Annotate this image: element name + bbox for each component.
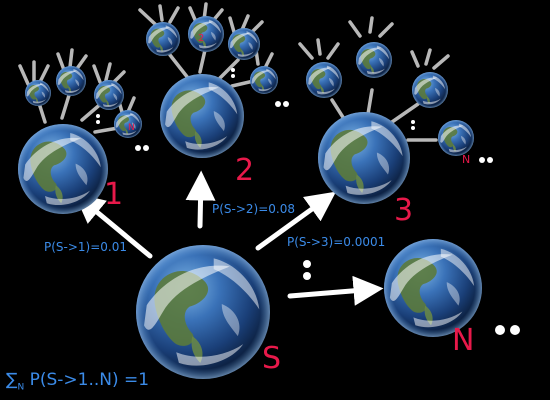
world-1 <box>18 124 108 214</box>
probability-to-2: P(S->2)=0.08 <box>212 202 296 216</box>
world-s <box>136 245 270 379</box>
probability-sum: ∑N P(S->1..N) =1 <box>6 372 149 392</box>
ellipsis-dots <box>96 68 520 335</box>
grandchild-n-label-1: N <box>128 123 135 133</box>
world-n-label: N <box>452 323 475 358</box>
main-arrows <box>74 170 384 306</box>
grandchild-2-label: 2 <box>198 33 205 44</box>
grandchild-n-label-3: N <box>462 153 471 166</box>
sum-subscript: N <box>17 382 25 393</box>
arrow-to-world-3 <box>255 191 337 251</box>
sum-text: P(S->1..N) =1 <box>29 370 150 390</box>
arrow-to-world-1 <box>74 193 153 259</box>
probability-to-3: P(S->3)=0.0001 <box>287 235 386 249</box>
world-s-label: S <box>262 341 282 376</box>
world-1-label: 1 <box>104 177 124 212</box>
world-3 <box>318 112 410 204</box>
probability-to-1: P(S->1)=0.01 <box>44 240 128 254</box>
world-3-label: 3 <box>394 193 414 228</box>
sigma-symbol: ∑ <box>6 370 18 390</box>
arrow-to-world-2 <box>185 170 216 229</box>
arrow-to-world-n <box>287 275 384 306</box>
world-2-label: 2 <box>235 153 255 188</box>
world-2 <box>160 74 244 158</box>
